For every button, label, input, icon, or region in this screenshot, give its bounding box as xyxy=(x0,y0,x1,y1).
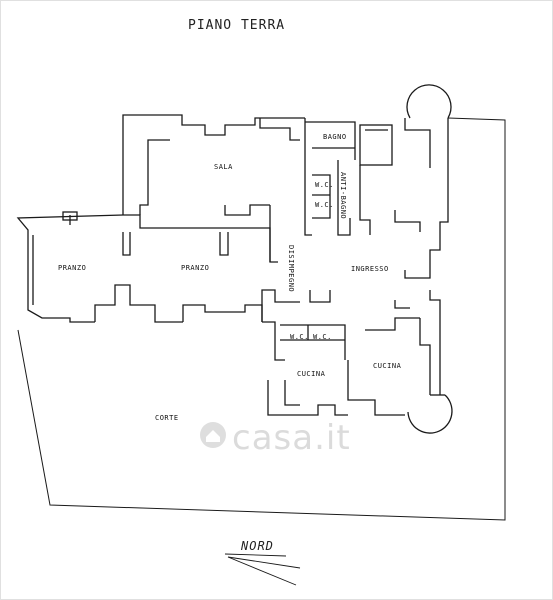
north-label: NORD xyxy=(241,539,274,553)
room-label-corte: CORTE xyxy=(155,414,179,422)
room-label-pranzo-2: PRANZO xyxy=(181,264,210,272)
room-label-bagno: BAGNO xyxy=(323,133,347,141)
room-label-sala: SALA xyxy=(214,163,233,171)
north-arrow xyxy=(224,553,301,586)
room-label-disimpegno: DISIMPEGNO xyxy=(287,245,295,293)
floor-title: PIANO TERRA xyxy=(188,18,286,33)
room-label-cucina-1: CUCINA xyxy=(297,370,326,378)
building-walls xyxy=(16,84,453,434)
room-label-wc-4: W.C. xyxy=(313,333,332,341)
watermark-text: casa.it xyxy=(232,418,351,458)
room-label-ingresso: INGRESSO xyxy=(351,265,389,273)
watermark-logo-icon xyxy=(200,422,226,448)
room-label-cucina-2: CUCINA xyxy=(373,362,402,370)
room-label-wc-3: W.C. xyxy=(290,333,309,341)
room-label-wc-1: W.C. xyxy=(315,181,334,189)
room-label-antibagno: ANTI-BAGNO xyxy=(339,172,347,220)
courtyard-boundary xyxy=(17,117,506,521)
room-label-pranzo-1: PRANZO xyxy=(58,264,87,272)
room-label-wc-2: W.C. xyxy=(315,201,334,209)
